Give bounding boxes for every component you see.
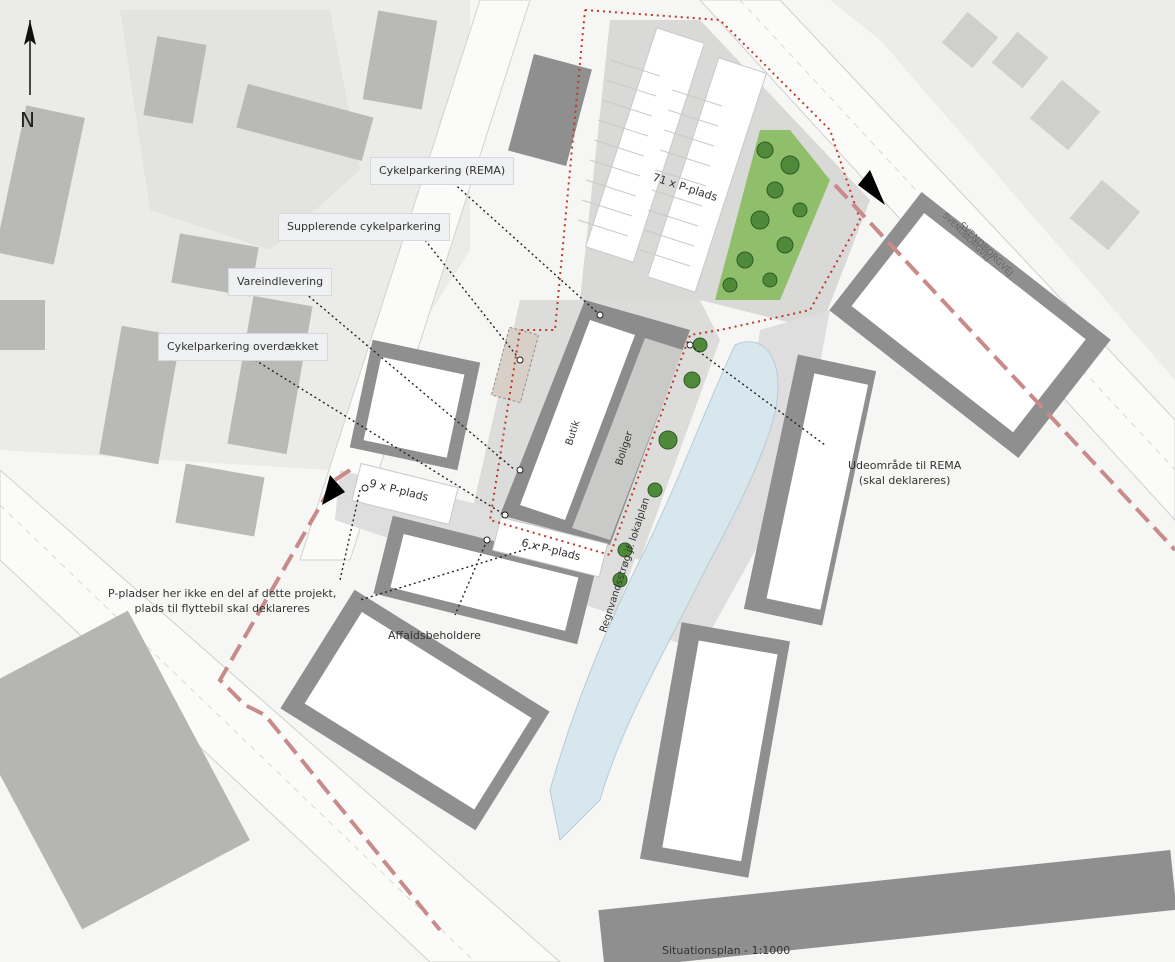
note-outdoor-line1: Udeområde til REMA (848, 459, 962, 472)
trees (612, 141, 808, 588)
parking-stalls-6 (491, 516, 609, 578)
access-route-east (833, 183, 1175, 552)
parking-stall-lines (577, 59, 723, 267)
callout-bike-covered: Cykelparkering overdækket (158, 333, 328, 361)
scale-title: Situationsplan - 1:1000 (662, 944, 791, 957)
access-route-west (217, 468, 442, 932)
note-parking: P-pladser her ikke en del af dette proje… (108, 586, 336, 616)
east-villa-area (830, 0, 1175, 380)
callout-delivery: Vareindlevering (228, 268, 333, 296)
note-waste: Affaldsbeholdere (388, 629, 481, 642)
callout-bike-extra: Supplerende cykelparkering (278, 213, 450, 241)
rainwater-stream (549, 341, 779, 842)
note-outdoor-area: Udeområde til REMA (skal deklareres) (848, 458, 961, 488)
housing-roof (572, 338, 683, 540)
western-road (0, 469, 561, 962)
svendborgvej-lane (739, 0, 1175, 471)
note-parking-line2: plads til flyttebil skal deklareres (134, 602, 310, 615)
shop-roof (520, 320, 635, 520)
leader-lines (254, 179, 826, 616)
parking-stalls-71 (585, 27, 767, 293)
note-outdoor-line2: (skal deklareres) (858, 474, 951, 487)
north-label: N (20, 108, 35, 132)
project-boundary (488, 9, 862, 557)
note-parking-line1: P-pladser her ikke en del af dette proje… (108, 587, 337, 600)
entry-arrow-west (322, 475, 345, 505)
western-road-lane (0, 504, 476, 962)
bike-parking-area (490, 326, 540, 404)
entry-arrow-east (858, 170, 885, 205)
callout-bike-rema: Cykelparkering (REMA) (370, 157, 515, 185)
leader-dots (361, 311, 694, 544)
parking-stalls-9 (351, 462, 459, 526)
